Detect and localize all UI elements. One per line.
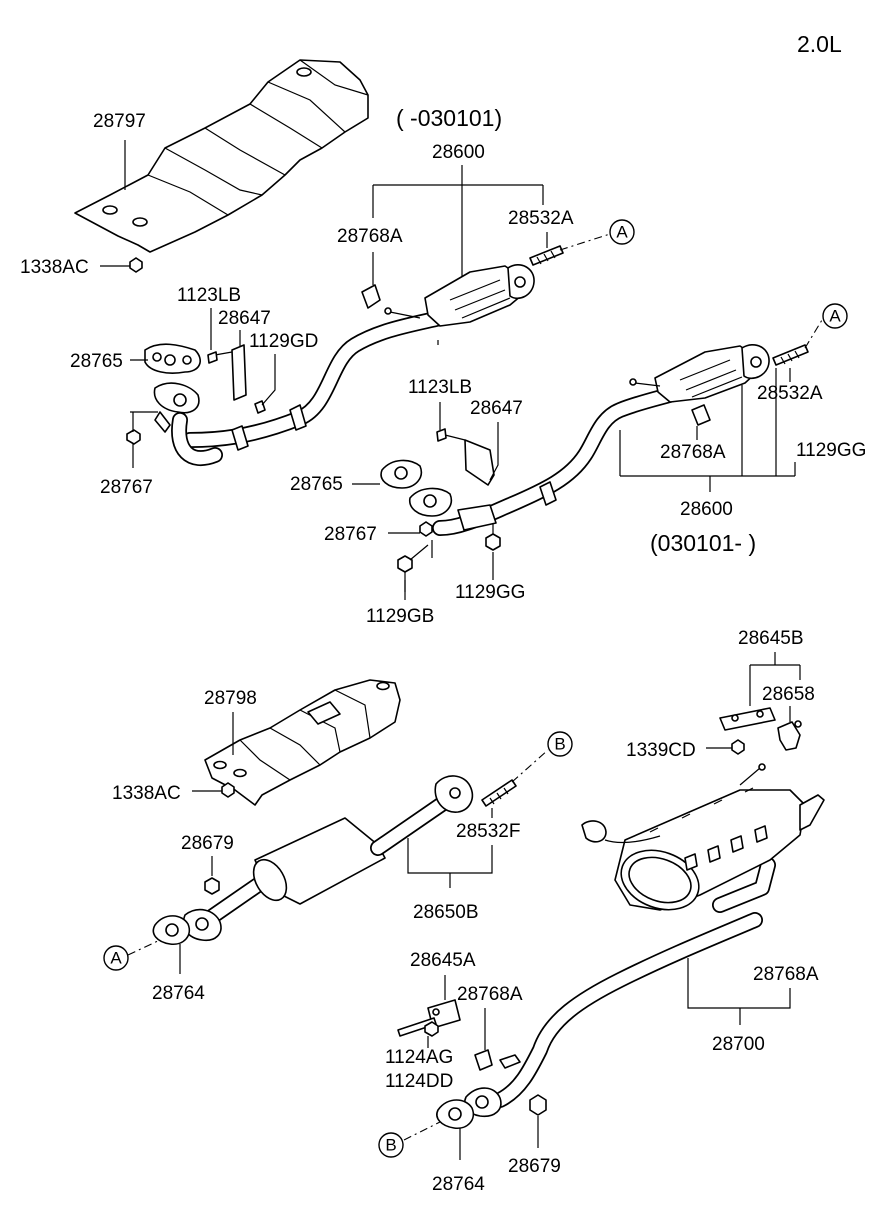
label-1339cd: 1339CD (626, 740, 696, 761)
label-1338ac-mid: 1338AC (112, 783, 181, 804)
label-1123lb-mid: 1123LB (408, 377, 472, 398)
nut-28679-left (204, 877, 220, 895)
ref-a-label-right: A (829, 307, 841, 326)
gasket-28765-left (144, 343, 201, 374)
front-pipe-lower (432, 384, 688, 536)
nut-28679-bottom (529, 1094, 547, 1116)
label-28679-bottom: 28679 (508, 1156, 561, 1177)
ref-a-label-top: A (616, 223, 628, 242)
label-28532a-top: 28532A (508, 208, 574, 229)
engine-label: 2.0L (797, 31, 842, 57)
ref-b-circle-top (547, 731, 573, 757)
nut-28767-mid (419, 521, 433, 537)
ref-a-circle-right (822, 303, 848, 329)
front-pipe-upper (171, 310, 448, 467)
label-1124ag: 1124AG (385, 1047, 453, 1068)
label-1129gg-mid: 1129GG (455, 582, 525, 603)
heat-shield-upper (74, 59, 369, 253)
bolt-1124ag (424, 1021, 439, 1037)
label-28765-mid: 28765 (290, 474, 343, 495)
ref-a-label-left: A (110, 949, 122, 968)
hanger-28768a-top (361, 284, 381, 309)
rear-muffler (464, 763, 825, 1118)
label-28767-left: 28767 (100, 477, 153, 498)
label-28645a: 28645A (410, 950, 476, 971)
label-28532a-right: 28532A (757, 383, 823, 404)
ref-a-circle-left (103, 945, 129, 971)
center-muffler (182, 775, 474, 942)
bracket-28647-left (207, 344, 247, 401)
heat-shield-lower (204, 679, 401, 806)
label-28600-top: 28600 (432, 142, 485, 163)
ref-b-label-top: B (554, 735, 565, 754)
nut-1338ac-top (129, 257, 143, 273)
label-1123lb-left: 1123LB (177, 285, 241, 306)
label-1129gb: 1129GB (366, 606, 434, 627)
label-28797: 28797 (93, 111, 146, 132)
nut-1338ac-mid (221, 782, 235, 798)
bracket-28645b (719, 707, 776, 731)
ref-a-circle-top (609, 219, 635, 245)
label-1338ac-top: 1338AC (20, 257, 89, 278)
date-range-late: (030101- ) (650, 530, 756, 556)
label-28647-mid: 28647 (470, 398, 523, 419)
gasket-28764-bottom (436, 1099, 474, 1130)
stud-28532a-right (772, 344, 809, 366)
nut-1339cd (731, 739, 745, 755)
hanger-28768a-low (474, 1049, 493, 1071)
flange-28767-left (153, 382, 200, 433)
label-1129gg-right: 1129GG (796, 440, 866, 461)
catalytic-converter-lower (629, 344, 770, 403)
hanger-28658 (777, 720, 802, 751)
label-28765-left: 28765 (70, 351, 123, 372)
label-28532f: 28532F (456, 821, 520, 842)
label-28658: 28658 (762, 684, 815, 705)
label-28645b: 28645B (738, 628, 804, 649)
catalytic-converter-upper (384, 264, 535, 345)
bracket-28647-mid (436, 428, 495, 486)
label-28768a-low1: 28768A (457, 984, 523, 1005)
label-28764-left: 28764 (152, 983, 205, 1004)
label-28647-left: 28647 (218, 308, 271, 329)
label-1129gd: 1129GD (249, 331, 318, 352)
label-28768a-right: 28768A (660, 442, 726, 463)
gasket-28765-mid (380, 459, 422, 489)
label-28764-bottom: 28764 (432, 1174, 485, 1195)
label-28700: 28700 (712, 1034, 765, 1055)
ref-b-circle-bottom (378, 1132, 404, 1158)
label-28768a-low2: 28768A (753, 964, 819, 985)
label-28650b: 28650B (413, 902, 479, 923)
label-28798: 28798 (204, 688, 257, 709)
gasket-28764-left (152, 915, 190, 946)
label-28600-right: 28600 (680, 499, 733, 520)
label-28679-left: 28679 (181, 833, 234, 854)
label-1124dd: 1124DD (385, 1071, 453, 1092)
date-range-early: ( -030101) (396, 105, 502, 131)
label-28768a-top: 28768A (337, 226, 403, 247)
label-28767-mid: 28767 (324, 524, 377, 545)
nut-28767-left (126, 429, 141, 445)
stud-28532a-top (529, 245, 564, 266)
stud-28532f (481, 779, 517, 807)
bolt-1129gb (397, 544, 429, 573)
bolt-1129gg-mid (485, 524, 501, 551)
ref-b-label-bottom: B (385, 1136, 396, 1155)
flange-28767-mid (408, 487, 452, 517)
hanger-28768a-right (691, 404, 711, 426)
